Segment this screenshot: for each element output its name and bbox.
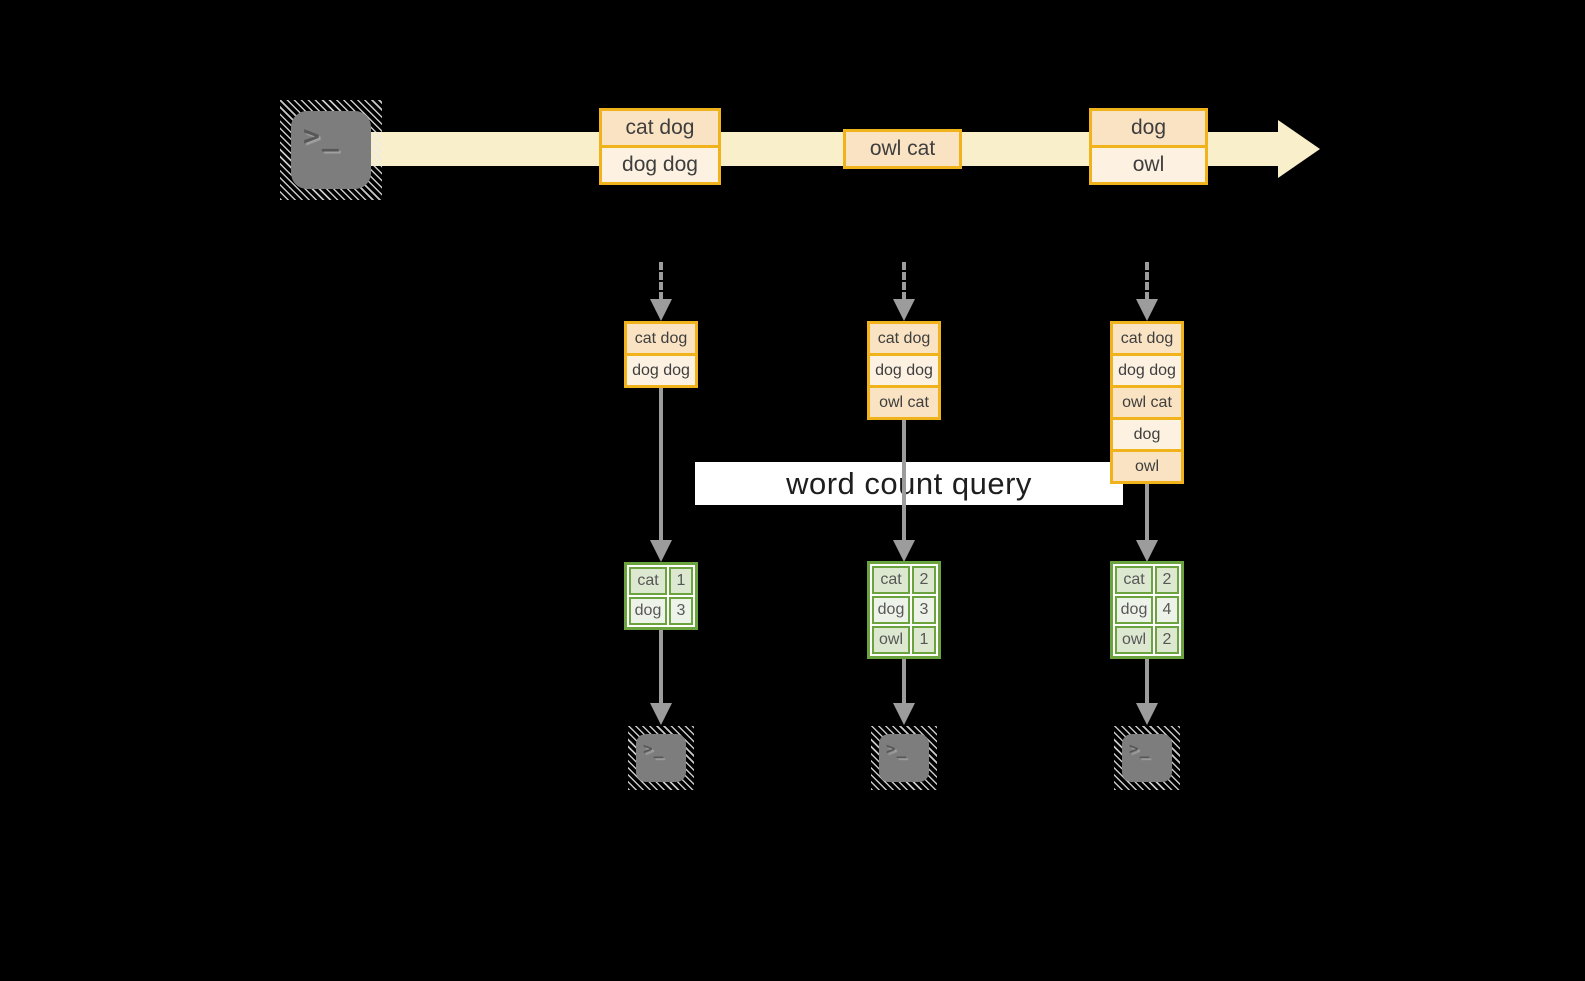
down-arrowhead-icon [1136, 540, 1158, 562]
word-cell: owl [1115, 626, 1153, 654]
count-cell: 2 [912, 566, 936, 594]
terminal-sink-icon: >_ [1114, 726, 1180, 790]
word-cell: dog [872, 596, 910, 624]
table-row: cat 2 [872, 566, 936, 594]
table-row: owl 1 [872, 626, 936, 654]
terminal-screen: >_ [879, 734, 929, 782]
word-cell: cat [1115, 566, 1153, 594]
count-cell: 1 [912, 626, 936, 654]
batch-record: owl cat [846, 132, 959, 166]
down-arrowhead-icon [650, 299, 672, 321]
table-row: dog 3 [629, 597, 693, 625]
state-record: dog dog [870, 356, 938, 385]
state-box-2: cat dog dog dog owl cat [867, 321, 941, 420]
state-record: dog dog [1113, 356, 1181, 385]
result-table-1: cat 1 dog 3 [624, 562, 698, 630]
query-label-band: word count query [695, 462, 1123, 505]
down-arrowhead-icon [650, 540, 672, 562]
result-table-2: cat 2 dog 3 owl 1 [867, 561, 941, 659]
batch-record: cat dog [602, 111, 718, 145]
arrow-line [1145, 659, 1149, 703]
down-arrowhead-icon [893, 299, 915, 321]
arrow-line [659, 388, 663, 540]
result-table-3: cat 2 dog 4 owl 2 [1110, 561, 1184, 659]
batch-record: dog [1092, 111, 1205, 145]
table-row: dog 4 [1115, 596, 1179, 624]
down-arrowhead-icon [1136, 703, 1158, 725]
terminal-prompt-glyph: >_ [1129, 739, 1151, 758]
down-arrowhead-icon [650, 703, 672, 725]
state-record: owl cat [1113, 388, 1181, 417]
terminal-screen: >_ [636, 734, 686, 782]
dashed-arrow-line [1145, 262, 1149, 300]
dashed-arrow-line [659, 262, 663, 300]
terminal-sink-icon: >_ [628, 726, 694, 790]
batch-record: dog dog [602, 148, 718, 182]
terminal-source-icon: >_ [280, 100, 382, 200]
count-cell: 2 [1155, 626, 1179, 654]
state-record: owl cat [870, 388, 938, 417]
state-record: owl [1113, 452, 1181, 481]
table-row: cat 2 [1115, 566, 1179, 594]
state-record: cat dog [627, 324, 695, 353]
dashed-arrow-line [902, 262, 906, 300]
arrow-line [902, 420, 906, 540]
terminal-prompt-glyph: >_ [886, 739, 908, 758]
state-record: dog [1113, 420, 1181, 449]
query-label: word count query [786, 465, 1032, 501]
word-cell: dog [629, 597, 667, 625]
table-row: cat 1 [629, 567, 693, 595]
state-record: dog dog [627, 356, 695, 385]
state-record: cat dog [870, 324, 938, 353]
state-record: cat dog [1113, 324, 1181, 353]
terminal-sink-icon: >_ [871, 726, 937, 790]
down-arrowhead-icon [893, 703, 915, 725]
state-box-3: cat dog dog dog owl cat dog owl [1110, 321, 1184, 484]
word-cell: owl [872, 626, 910, 654]
terminal-screen: >_ [291, 111, 371, 189]
word-cell: cat [872, 566, 910, 594]
batch-record: owl [1092, 148, 1205, 182]
arrow-line [1145, 484, 1149, 540]
count-cell: 3 [669, 597, 693, 625]
table-row: dog 3 [872, 596, 936, 624]
table-row: owl 2 [1115, 626, 1179, 654]
terminal-prompt-glyph: >_ [643, 739, 665, 758]
down-arrowhead-icon [893, 540, 915, 562]
word-cell: dog [1115, 596, 1153, 624]
stream-arrowhead-icon [1278, 120, 1320, 178]
count-cell: 1 [669, 567, 693, 595]
word-cell: cat [629, 567, 667, 595]
arrow-line [659, 630, 663, 703]
state-box-1: cat dog dog dog [624, 321, 698, 388]
count-cell: 2 [1155, 566, 1179, 594]
count-cell: 3 [912, 596, 936, 624]
terminal-screen: >_ [1122, 734, 1172, 782]
arrow-line [902, 659, 906, 703]
stream-batch-2: owl cat [843, 129, 962, 169]
terminal-prompt-glyph: >_ [303, 119, 341, 152]
down-arrowhead-icon [1136, 299, 1158, 321]
count-cell: 4 [1155, 596, 1179, 624]
